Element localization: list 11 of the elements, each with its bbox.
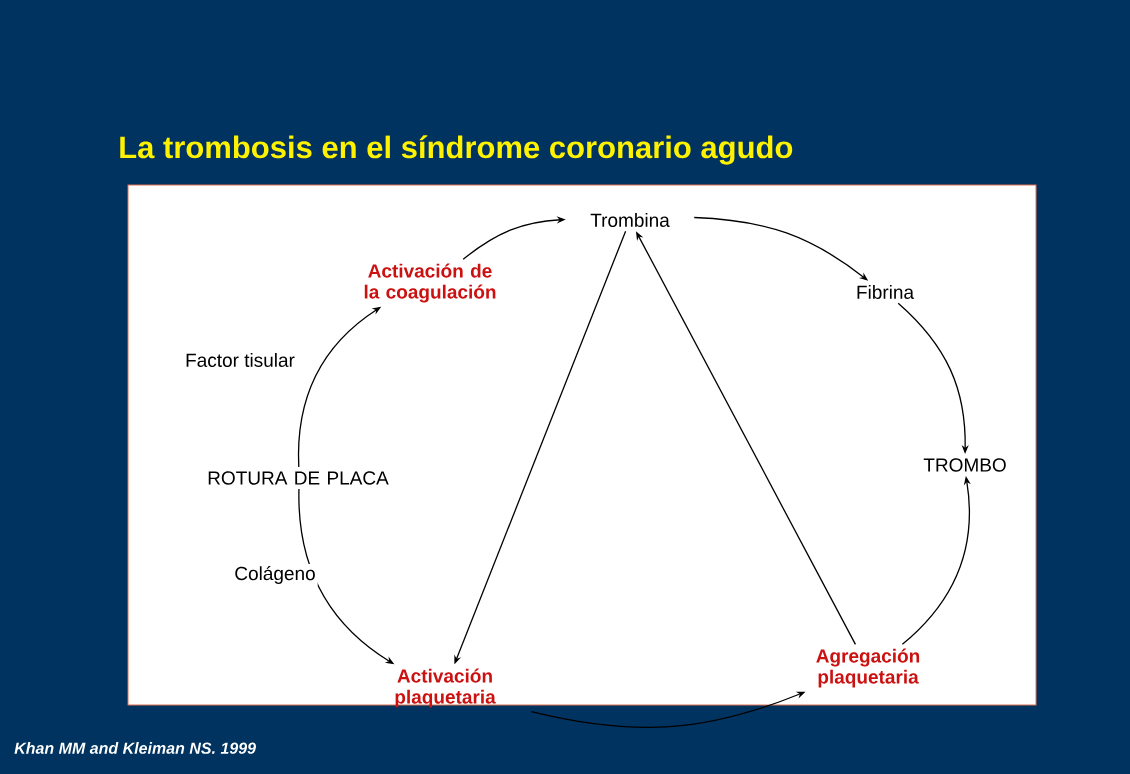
node-label: TROMBO <box>923 458 1006 472</box>
process-label: Activación plaquetaria <box>395 668 496 708</box>
citation: Khan MM and Kleiman NS. 1999 <box>14 742 256 754</box>
edge-label: Colágeno <box>232 564 318 586</box>
node-label: Trombina <box>590 213 670 227</box>
slide-title: La trombosis en el síndrome coronario agudo <box>120 135 793 165</box>
edge-label: Factor tisular <box>183 351 297 369</box>
process-label: Activación de la coagulación <box>364 263 496 303</box>
node-label: ROTURA DE PLACA <box>208 471 389 485</box>
node-label: Fibrina <box>857 285 915 299</box>
process-label: Agregación plaquetaria <box>816 648 920 688</box>
